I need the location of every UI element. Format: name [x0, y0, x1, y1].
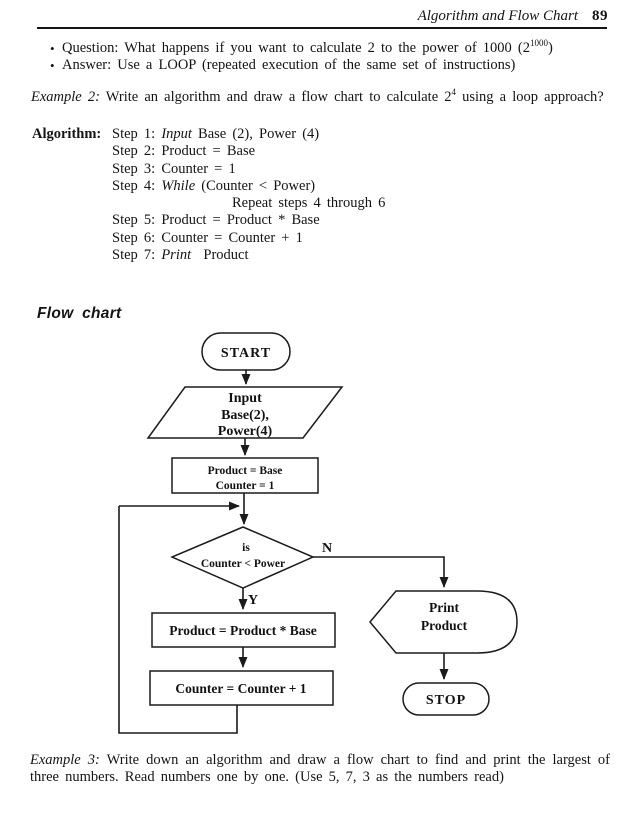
intro-bullets: • Question: What happens if you want to …	[50, 38, 598, 75]
answer-text: Answer: Use a LOOP (repeated execution o…	[62, 57, 516, 74]
start-label: START	[221, 346, 271, 361]
input-label-line2: Base(2),	[221, 408, 269, 423]
example-2-label: Example 2:	[31, 89, 100, 105]
branch-no-label: N	[322, 541, 332, 556]
init-label-line1: Product = Base	[208, 465, 283, 477]
decision-label-line2: Counter < Power	[201, 558, 285, 570]
algorithm-step-2: Step 2: Product = Base	[112, 143, 256, 160]
bullet-answer: • Answer: Use a LOOP (repeated execution…	[50, 57, 598, 74]
multiply-label: Product = Product * Base	[169, 623, 316, 638]
bullet-icon: •	[50, 58, 55, 74]
flow-chart-heading: Flow chart	[37, 305, 122, 322]
page-number: 89	[592, 8, 608, 24]
algorithm-step-5: Step 5: Product = Product * Base	[112, 212, 320, 229]
running-title: Algorithm and Flow Chart	[417, 8, 578, 24]
increment-label: Counter = Counter + 1	[175, 681, 306, 696]
example-2-intro: Example 2: Write an algorithm and draw a…	[31, 87, 604, 105]
print-label-line1: Print	[429, 600, 459, 615]
stop-label: STOP	[426, 693, 466, 708]
flowchart-init-process	[171, 457, 319, 494]
algorithm-block: Algorithm: Step 1: Input Base (2), Power…	[32, 126, 618, 264]
flowchart-increment-process	[149, 670, 334, 706]
bullet-question: • Question: What happens if you want to …	[50, 38, 598, 57]
algorithm-steps: Step 1: Input Base (2), Power (4) Step 2…	[112, 126, 618, 264]
algorithm-repeat-note: Repeat steps 4 through 6	[232, 195, 386, 212]
decision-label-line1: is	[242, 542, 250, 554]
superscript-1000: 1000	[530, 38, 549, 49]
algorithm-step-7: Step 7: Print Product	[112, 247, 249, 264]
input-label-line1: Input	[228, 391, 262, 406]
page-header: Algorithm and Flow Chart 89	[37, 8, 608, 25]
connector-loop-back	[118, 506, 238, 734]
flowchart-start-terminal	[201, 332, 291, 371]
algorithm-label: Algorithm:	[32, 126, 102, 142]
flowchart-stop-terminal	[402, 682, 490, 716]
question-text: Question: What happens if you want to ca…	[62, 38, 553, 56]
init-label-line2: Counter = 1	[216, 480, 275, 492]
flowchart-diagram: START Input Base(2), Power(4) Product = …	[118, 332, 518, 734]
flowchart-decision-diamond	[170, 526, 315, 589]
branch-yes-label: Y	[248, 593, 258, 608]
connector-no-branch	[313, 556, 449, 588]
input-label-line3: Power(4)	[218, 424, 273, 439]
flowchart-input-parallelogram	[146, 386, 344, 439]
flowchart-print-display	[369, 590, 518, 654]
algorithm-step-1: Step 1: Input Base (2), Power (4)	[112, 126, 320, 142]
example-3-paragraph: Example 3: Write down an algorithm and d…	[30, 752, 610, 786]
algorithm-step-4: Step 4: While (Counter < Power)	[112, 177, 316, 194]
algorithm-step-3: Step 3: Counter = 1	[112, 160, 236, 177]
bullet-icon: •	[50, 41, 55, 56]
superscript-4: 4	[451, 87, 457, 98]
print-label-line2: Product	[421, 618, 468, 633]
algorithm-step-6: Step 6: Counter = Counter + 1	[112, 229, 303, 246]
example-3-label: Example 3:	[30, 752, 100, 768]
flowchart-multiply-process	[151, 612, 336, 648]
header-rule	[37, 27, 607, 29]
